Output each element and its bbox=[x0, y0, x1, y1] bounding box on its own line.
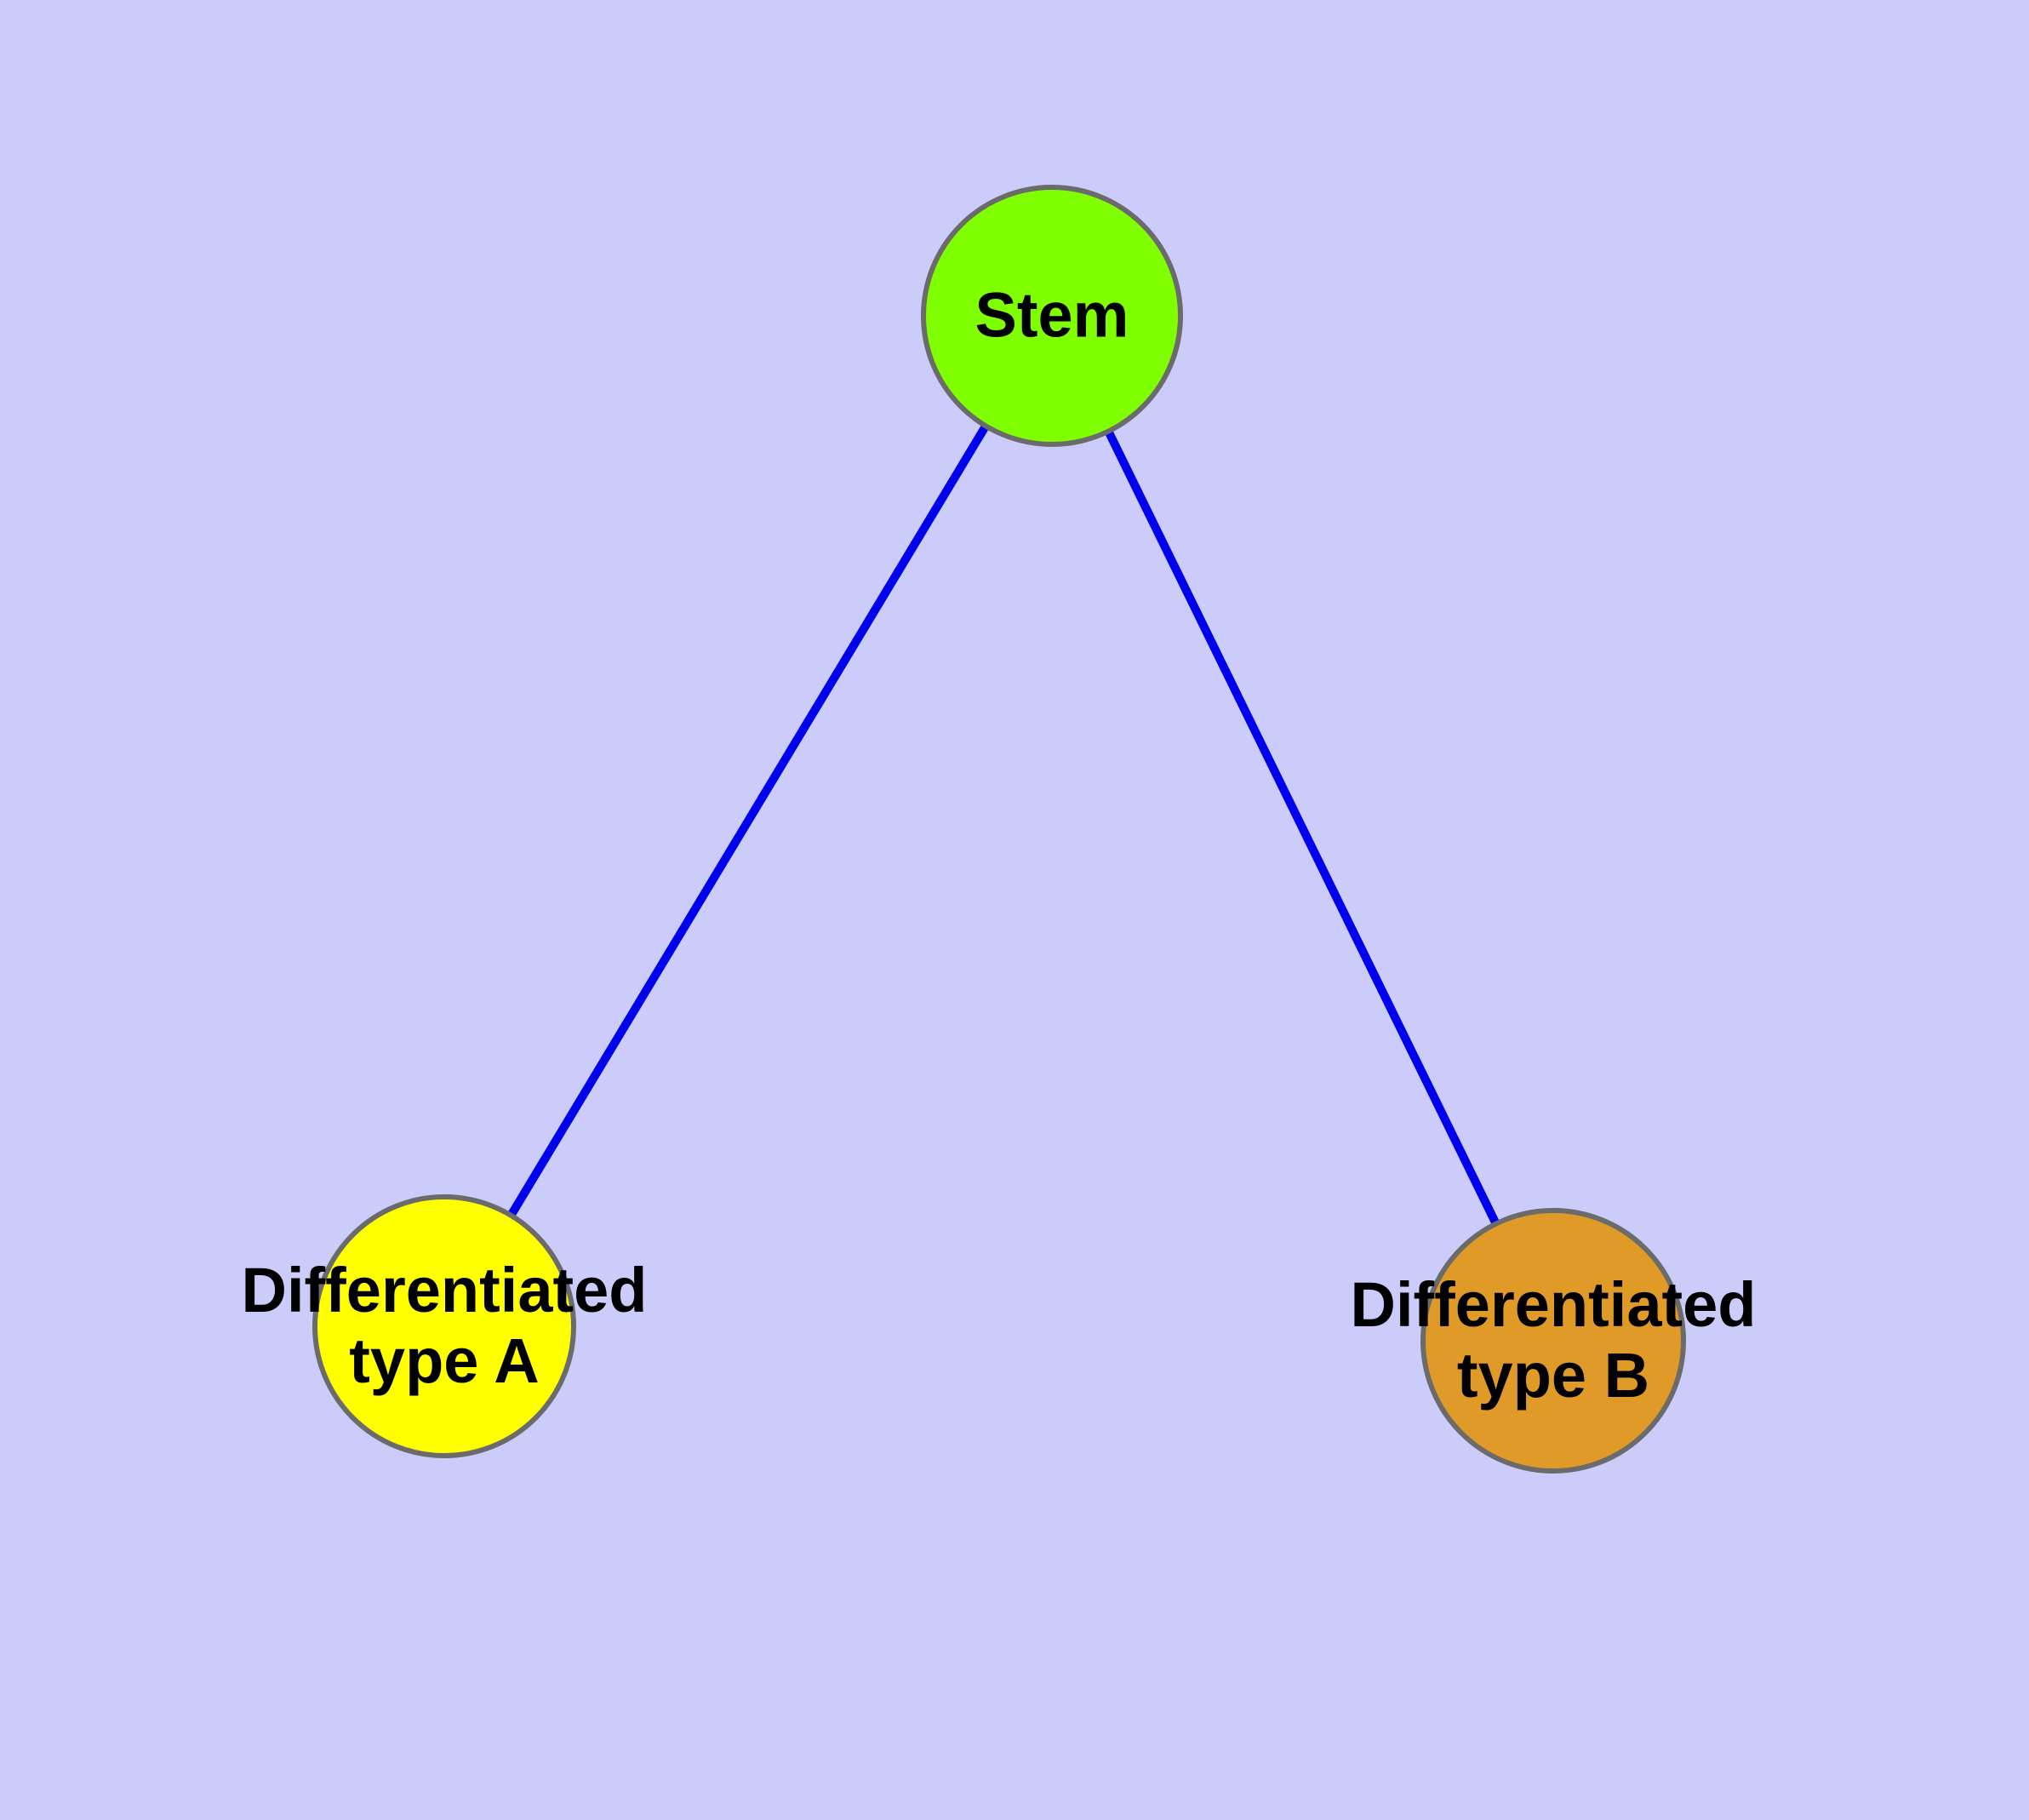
edge-layer bbox=[440, 313, 1557, 1343]
node-diff_b[interactable] bbox=[1420, 1208, 1686, 1474]
edge-stem-diff_a[interactable] bbox=[440, 313, 1056, 1329]
node-diff_a[interactable] bbox=[312, 1194, 576, 1458]
edge-stem-diff_b[interactable] bbox=[1048, 313, 1557, 1343]
node-stem[interactable] bbox=[921, 185, 1183, 447]
node-layer bbox=[312, 185, 1686, 1474]
